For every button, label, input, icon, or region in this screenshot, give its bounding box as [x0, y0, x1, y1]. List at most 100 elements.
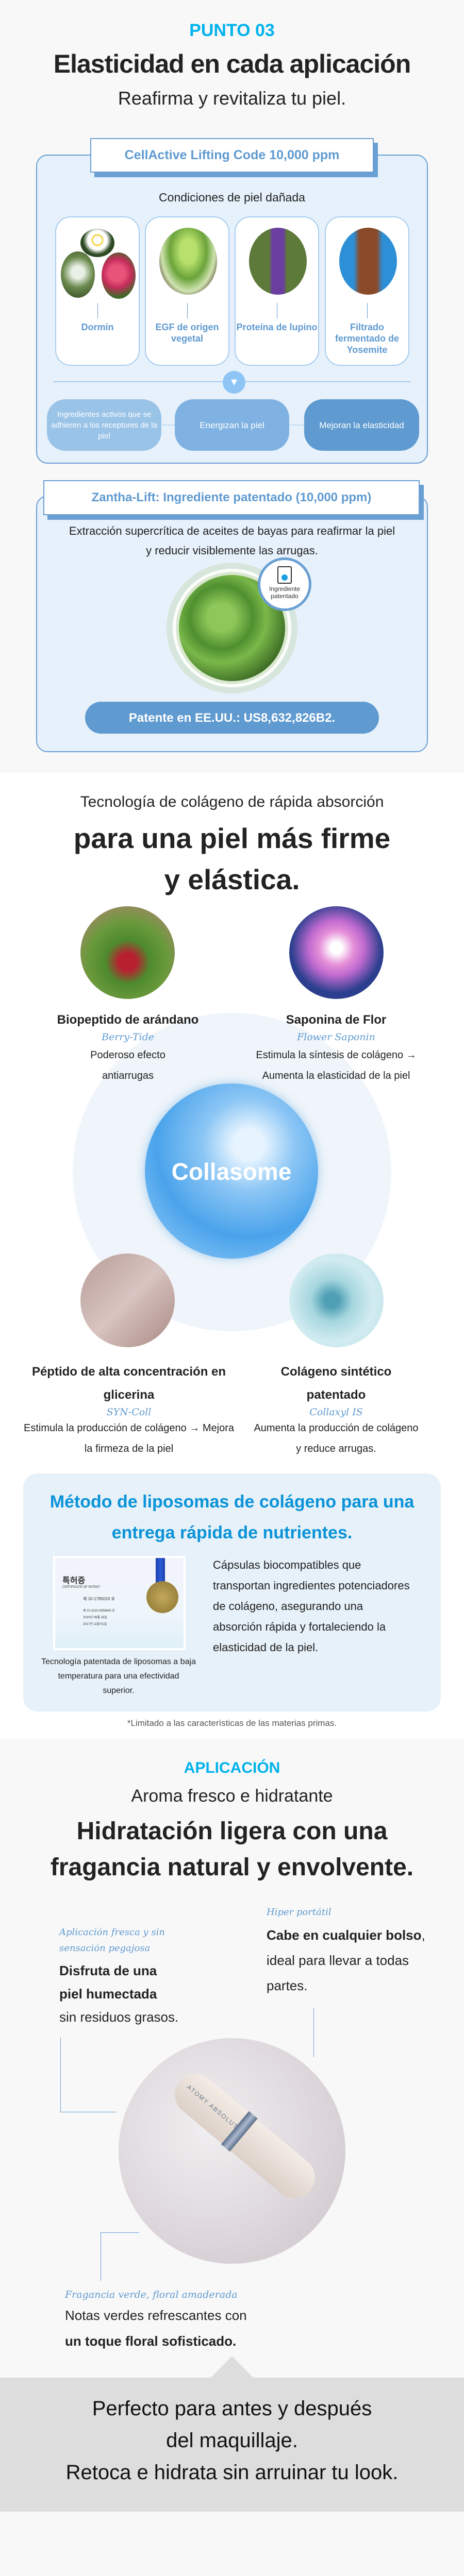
flower-image — [80, 229, 114, 257]
feature-bold: Cabe en cualquier bolso — [267, 1927, 422, 1943]
feature-fragrance: Fragancia verde, floral amaderada Notas … — [65, 2289, 323, 2354]
ingredient-name: SYN-Coll — [106, 1406, 152, 1418]
cert-filing: 2010년 06월 16일 — [83, 1616, 107, 1619]
gold-seal-icon — [146, 1581, 178, 1613]
ingredient-desc: Poderoso efecto antiarrugas — [90, 1049, 165, 1081]
feature-text: sin residuos grasos. — [59, 2009, 179, 2025]
connector-line — [101, 2232, 139, 2233]
ingredient-desc: Estimula la síntesis de colágeno → Aumen… — [256, 1049, 417, 1081]
ingredient-berry-tide: Biopeptido de arándano Berry-Tide Podero… — [31, 1013, 225, 1086]
dragonfruit-image — [102, 252, 136, 299]
cert-registration: 2017년 11월 01일 — [83, 1623, 107, 1626]
intro: Tecnología de colágeno de rápida absorci… — [80, 793, 384, 810]
lupine-image — [249, 228, 307, 295]
intro: Aroma fresco e hidratante — [131, 1786, 333, 1806]
cranberry-image — [80, 906, 175, 999]
step-3: Mejoran la elasticidad — [304, 399, 419, 451]
ingredient-name: EGF de origen vegetal — [155, 322, 219, 344]
cert-number: 제 10-1795019 호 — [83, 1597, 115, 1601]
ingredient-name: Proteína de lupino — [236, 322, 318, 332]
banner-line-1: Perfecto para antes y después — [92, 2397, 372, 2420]
arrow-down-icon: ▼ — [223, 371, 245, 394]
feature-tag: Aplicación fresca y sin sensación pegajo… — [59, 1927, 165, 1954]
snowdrop-image — [61, 251, 95, 298]
ingredient-card-yosemite: Filtrado fermentado de Yosemite — [325, 216, 409, 366]
ingredient-name: Filtrado fermentado de Yosemite — [335, 322, 400, 355]
title-line-2: y elástica. — [164, 863, 300, 895]
patent-number: Patente en EE.UU.: US8,632,826B2. — [85, 702, 379, 734]
feature-fresh: Aplicación fresca y sin sensación pegajo… — [59, 1924, 209, 2029]
sprout-image — [159, 228, 217, 295]
title-line-1: para una piel más firme — [73, 822, 391, 854]
feature-bold: un toque floral sofisticado. — [65, 2333, 237, 2349]
eyebrow: PUNTO 03 — [189, 21, 275, 40]
ingredient-card-dormin: Dormin — [55, 216, 140, 366]
feature-text: Notas verdes refrescantes con — [65, 2308, 247, 2323]
collasome-label: Collasome — [171, 1158, 292, 1185]
ingredient-desc: Aumenta la producción de colágeno y redu… — [254, 1422, 419, 1454]
feature-tag: Fragancia verde, floral amaderada — [65, 2289, 238, 2300]
liposome-description: Cápsulas biocompatibles que transportan … — [213, 1558, 410, 1654]
cert-title: 특허증 — [62, 1577, 86, 1585]
product-image: ATOMY ABSOLUTE — [119, 2038, 345, 2264]
conditions-title: Condiciones de piel dañada — [159, 191, 305, 204]
sequoia-image — [339, 228, 397, 295]
subtitle: Reafirma y revitaliza tu piel. — [118, 88, 346, 109]
ingredient-title: Biopeptido de arándano — [57, 1013, 199, 1027]
cert-subtitle: CERTIFICATE OF PATENT — [62, 1586, 101, 1589]
ribbon — [156, 1558, 165, 1584]
cert-application: 제 10-2010-0056843 호 — [83, 1609, 115, 1613]
ingredient-title: Colágeno sintético patentado — [280, 1365, 392, 1402]
ingredient-flower-saponin: Saponina de Flor Flower Saponin Estimula… — [238, 1013, 434, 1086]
feature-portable: Hiper portátil Cabe en cualquier bolso, … — [267, 1907, 437, 1998]
banner-line-2: del maquillaje. — [166, 2429, 298, 2452]
ingredient-desc: Estimula la producción de colágeno → Mej… — [24, 1422, 234, 1454]
patented-badge: Ingrediente patentado — [258, 557, 311, 611]
section-punto-03: PUNTO 03 Elasticidad en cada aplicación … — [0, 0, 464, 773]
patent-certificate-image: 특허증 CERTIFICATE OF PATENT 제 10-1795019 호… — [53, 1556, 186, 1650]
banner-line-3: Retoca e hidrata sin arruinar tu look. — [65, 2461, 399, 2484]
step-1: Ingredientes activos que se adhieren a l… — [47, 399, 161, 451]
feature-text: , ideal para llevar a todas partes. — [267, 1927, 425, 1993]
connector-line — [60, 2038, 61, 2112]
ingredient-card-egf: EGF de origen vegetal — [145, 216, 229, 366]
zantha-label: Zantha-Lift: Ingrediente patentado (10,0… — [43, 480, 420, 515]
lip-balm-stick: ATOMY ABSOLUTE — [166, 2065, 324, 2207]
ingredient-name: Flower Saponin — [297, 1031, 375, 1043]
dotted-connector — [162, 425, 175, 426]
dotted-connector — [290, 425, 304, 426]
ingredient-title: Saponina de Flor — [286, 1013, 387, 1027]
ingredient-name: Dormin — [81, 322, 114, 332]
certificate-caption: Tecnología patentada de liposomas a baja… — [41, 1657, 196, 1695]
connector-line — [187, 303, 188, 318]
connector-line — [367, 303, 368, 318]
badge-label: Ingrediente patentado — [269, 585, 301, 600]
bottom-banner: Perfecto para antes y después del maquil… — [0, 2378, 464, 2512]
liposome-title: Método de liposomas de colágeno para una… — [49, 1492, 415, 1543]
ingredient-name: Berry-Tide — [101, 1031, 154, 1043]
section-application: APLICACIÓN Aroma fresco e hidratante Hid… — [0, 1739, 464, 2378]
page-title: Elasticidad en cada aplicación — [53, 49, 411, 78]
title-line-2: fragancia natural y envolvente. — [50, 1854, 414, 1881]
ingredient-title: Péptido de alta concentración en gliceri… — [31, 1365, 226, 1402]
cellactive-label: CellActive Lifting Code 10,000 ppm — [90, 138, 374, 173]
ingredient-card-lupine: Proteína de lupino — [235, 216, 319, 366]
certificate-icon — [277, 566, 292, 584]
product-brand: ATOMY ABSOLUTE — [185, 2083, 244, 2134]
feature-tag: Hiper portátil — [267, 1907, 332, 1918]
ingredient-syn-coll: Péptido de alta concentración en gliceri… — [21, 1360, 237, 1459]
section-collagen: Tecnología de colágeno de rápida absorci… — [0, 773, 464, 1739]
connector-line — [313, 2008, 314, 2057]
ingredient-collaxyl: Colágeno sintético patentado Collaxyl IS… — [238, 1360, 434, 1459]
dna-image — [80, 1253, 175, 1347]
zantha-description: Extracción supercrítica de aceites de ba… — [69, 524, 395, 557]
eyebrow: APLICACIÓN — [184, 1759, 280, 1776]
title-line-1: Hidratación ligera con una — [76, 1818, 388, 1845]
flower-saponin-image — [289, 906, 384, 999]
collasome-bubble: Collasome — [145, 1083, 318, 1259]
connector-line — [97, 303, 98, 318]
feature-bold: Disfruta de una piel humectada — [59, 1963, 157, 2002]
banner-pointer — [211, 2356, 253, 2378]
ingredient-name: Collaxyl IS — [309, 1406, 363, 1418]
footnote: *Limitado a las características de las m… — [127, 1718, 337, 1728]
